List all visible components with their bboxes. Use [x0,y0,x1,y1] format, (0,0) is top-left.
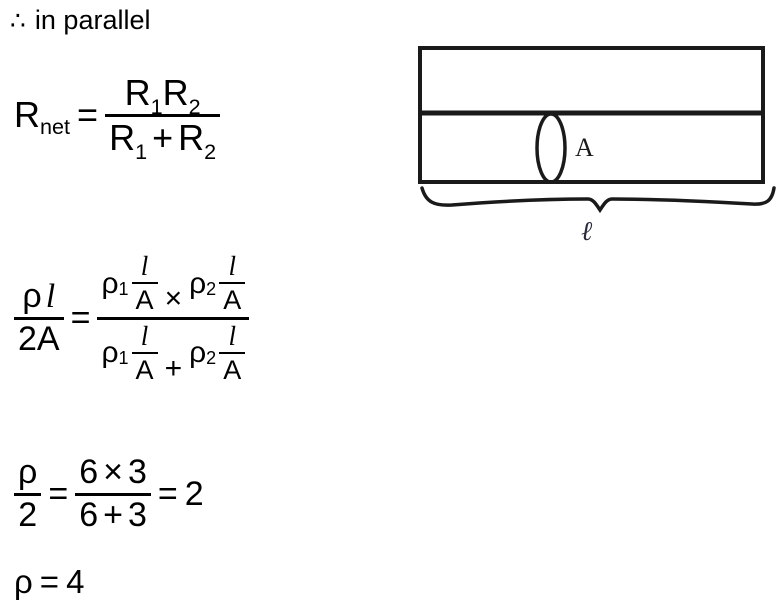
rnet-num-r1-base: R [124,72,151,113]
rho-main-rhs-main-bar [97,316,250,320]
rnet-lhs-sub: net [40,114,71,140]
statement-text: in parallel [34,5,151,35]
rho-numeric-equals-2: = [157,475,178,514]
rhs-den-plus-op: + [103,495,123,534]
rhs-den-term1-bar [131,352,158,355]
statement-line: ∴ in parallel [10,7,150,34]
rnet-num-r2-sub: 2 [188,94,201,120]
rnet-num-r2-base: R [162,72,189,113]
rhs-den-term1-fraction: l A [131,320,158,386]
rho-main-lhs-bar [14,316,64,320]
rhs-den-three: 3 [127,495,147,534]
area-label: A [575,133,594,162]
rhs-num-rho2-sub: 2 [206,278,217,299]
rho-numeric-equals-1: = [48,475,69,514]
rnet-den-r1-base: R [109,116,136,158]
rhs-num-term1-fraction: l A [131,251,158,316]
rhs-num-three: 3 [127,453,147,491]
rhs-den-rho1-base: ρ [101,336,119,370]
rho-numeric-lhs-bar [14,492,42,496]
rhs-den-term1-l: l [140,320,149,351]
rhs-den-rho1-sub: 1 [118,348,129,369]
equation-rho-numeric: ρ 2 = 6×3 6+3 = 2 [14,453,204,534]
rhs-num-rho2-base: ρ [189,266,207,300]
rhs-den-term2-a: A [223,355,242,386]
therefore-symbol: ∴ [10,6,26,35]
length-symbol: l [45,278,56,315]
rhs-num-times: × [164,282,183,316]
rhs-den-plus: + [164,351,183,385]
rhs-den-term2-bar [219,352,246,355]
rhs-den-rho2-base: ρ [189,336,207,370]
rhs-num-term1-a: A [135,285,154,316]
rhs-num-term1-bar [131,282,158,285]
rnet-den-r1-sub: 1 [135,138,148,164]
rho-numeric-rhs-num: 6×3 [75,453,151,491]
rhs-den-term2-fraction: l A [219,320,246,386]
rho-numeric-lhs-fraction: ρ 2 [14,453,42,534]
rnet-num-r1-sub: 1 [150,94,163,120]
rhs-num-term2-fraction: l A [219,251,246,316]
rnet-den-plus: + [152,116,174,158]
conductor-diagram: A ℓ [412,38,776,250]
rnet-lhs-base: R [14,94,40,136]
rho-symbol: ρ [22,277,42,315]
length-brace [420,186,776,214]
rnet-lhs: Rnet [14,94,70,138]
rho-main-lhs-denominator: 2A [18,319,60,358]
rhs-den-six: 6 [79,495,99,534]
rho-final-value: 4 [66,563,85,600]
rho-numeric-result: 2 [184,475,204,514]
rhs-num-term1-l: l [140,251,149,281]
equation-rho-final: ρ = 4 [14,565,84,598]
rhs-num-term2-bar [219,282,246,285]
rho-numeric-rhs-den: 6+3 [75,495,151,534]
cross-section-ellipse [535,112,567,184]
rnet-den-r2-sub: 2 [204,138,217,164]
rho-main-equals: = [70,299,91,338]
rhs-num-six: 6 [79,453,99,491]
length-label: ℓ [581,216,593,246]
rhs-num-rho1-sub: 1 [118,278,129,299]
rhs-num-term2-l: l [228,251,236,281]
rho-numeric-lhs-den: 2 [18,495,38,534]
rhs-den-term1-a: A [135,355,154,386]
rhs-num-times-op: × [103,453,123,491]
rho-numeric-rhs-bar [75,492,151,496]
rnet-fraction-bar [105,113,221,117]
rnet-equals: = [77,94,99,136]
rho-final-symbol: ρ [14,563,33,600]
rhs-num-rho1-base: ρ [101,266,119,300]
rho-final-equals: = [39,563,60,600]
rhs-den-rho2-sub: 2 [206,348,217,369]
rnet-den-r2-base: R [178,116,205,158]
rhs-num-term2-a: A [223,285,242,316]
rho-numeric-lhs-num: ρ [18,453,38,491]
rhs-den-term2-l: l [228,320,236,351]
conductor-diagram-svg [418,46,776,214]
rho-numeric-rhs-fraction: 6×3 6+3 [75,453,151,534]
